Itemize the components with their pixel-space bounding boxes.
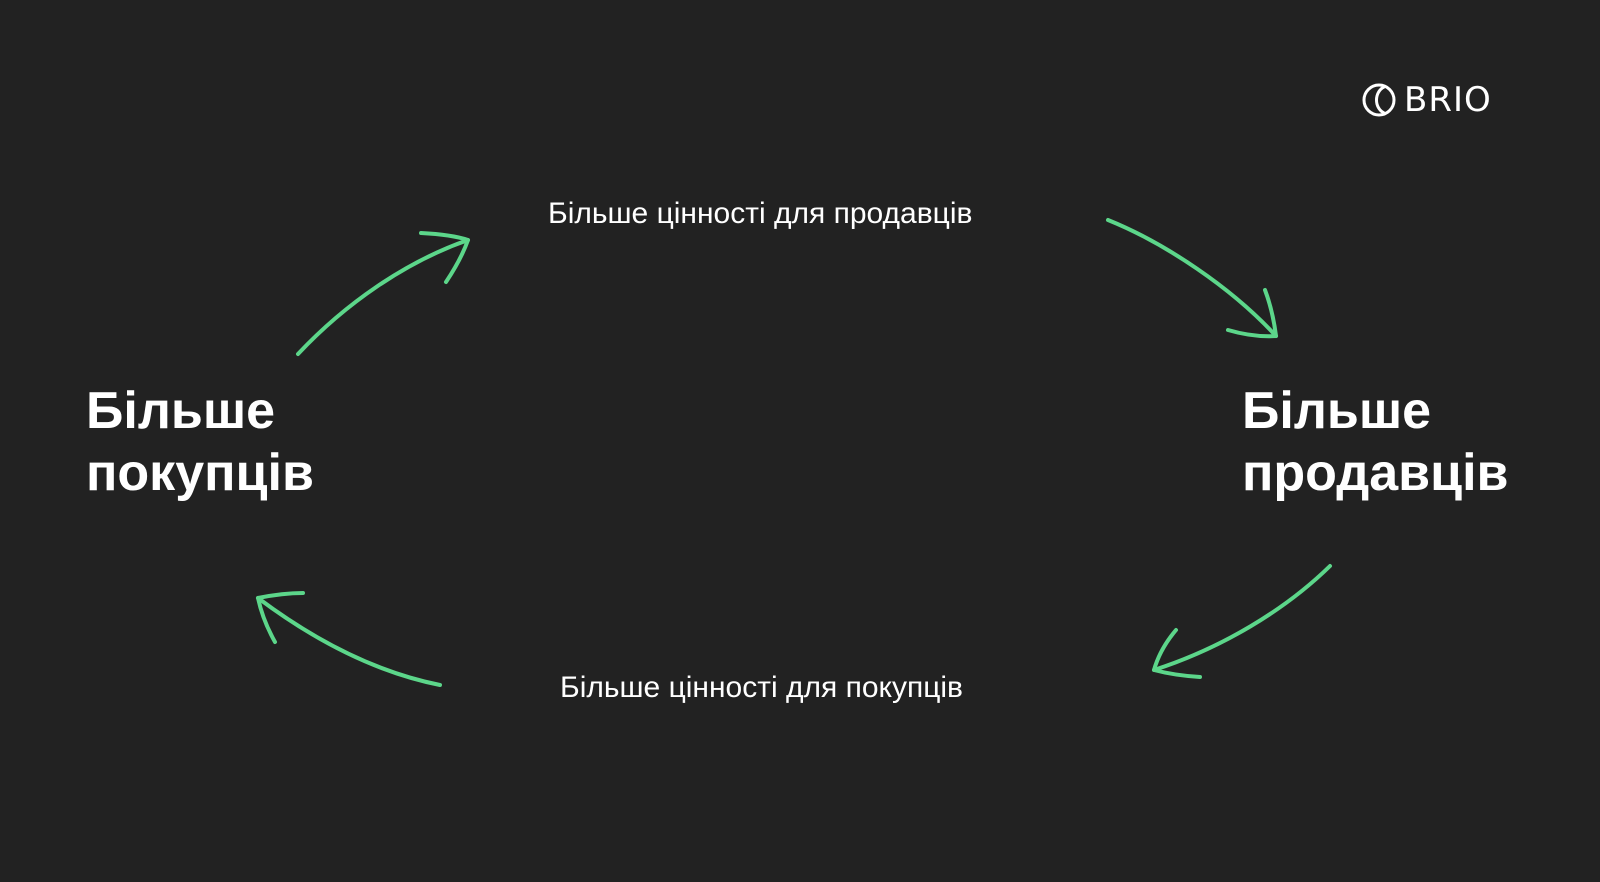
node-more-sellers: Більше продавців [1242,380,1509,504]
edge-label-value-for-sellers: Більше цінності для продавців [548,197,973,230]
node-more-buyers-line1: Більше [86,382,276,440]
logo-text: BRIO [1404,80,1492,120]
node-more-buyers: Більше покупців [86,380,314,504]
arrow-value-for-sellers-to-sellers-icon [1106,218,1278,339]
arrow-buyers-to-value-for-sellers-icon [296,231,470,356]
node-more-sellers-line2: продавців [1242,444,1509,502]
edge-label-value-for-buyers: Більше цінності для покупців [560,671,963,704]
arrow-value-for-buyers-to-buyers-icon [256,591,442,687]
logo-mark-icon [1362,83,1396,117]
node-more-sellers-line1: Більше [1242,382,1432,440]
node-more-buyers-line2: покупців [86,444,314,502]
arrow-sellers-to-value-for-buyers-icon [1152,564,1332,679]
logo: BRIO [1362,82,1492,118]
